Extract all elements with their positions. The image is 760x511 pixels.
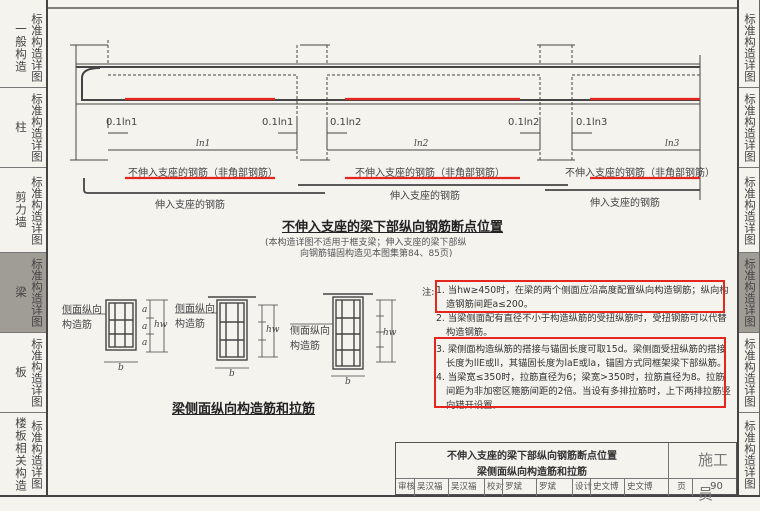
beam-sections [62, 293, 396, 377]
tab-label: 一般构造 [14, 22, 28, 73]
span-label: ln1 [196, 139, 211, 149]
sidebar-tab-beam[interactable]: 梁标准构造详图 [0, 253, 46, 333]
tab-label: 剪力墙 [14, 191, 28, 229]
tb-cell: 吴汉福 [448, 479, 477, 496]
notes-prefix: 注: [422, 287, 435, 298]
tab-label: 标准构造详图 [743, 338, 757, 407]
dim-label: 0.1ln1 [262, 117, 294, 128]
tb-cell: 罗斌 [536, 479, 556, 496]
side-rebar-label: 侧面纵向 [290, 326, 330, 337]
tab-label: 板 [14, 366, 28, 379]
notes: 注: 1. 当hw≥450时，在梁的两个侧面应沿高度配置纵向构造钢筋；纵向构造钢… [420, 278, 732, 413]
tab-label: 梁 [14, 286, 28, 299]
diagram1-subtitle: (本构造详图不适用于框支梁；伸入支座的梁下部纵 [265, 238, 467, 248]
tab-label: 楼板相关构造 [14, 416, 28, 492]
not-into-support-label: 不伸入支座的钢筋（非角部钢筋） [128, 168, 278, 179]
tab-suffix: 标准构造详图 [30, 175, 44, 245]
into-support-label: 伸入支座的钢筋 [155, 200, 225, 211]
dim-b: b [229, 369, 235, 379]
diagram2-title: 梁侧面纵向构造筋和拉筋 [172, 402, 316, 417]
note-highlight-box [435, 280, 725, 313]
sidebar-tab-column[interactable]: 柱标准构造详图 [0, 88, 46, 168]
tab-label: 标准构造详图 [743, 175, 757, 245]
note-item: 3. 梁侧面构造纵筋的搭接与锚固长度可取15d。梁侧面受扭纵筋的搭接长度为llE… [436, 344, 727, 369]
right-tab[interactable]: 标准构造详图 [739, 168, 759, 253]
dim-a: a [142, 322, 148, 332]
side-rebar-label: 构造筋 [62, 320, 92, 331]
side-rebar-label: 侧面纵向 [62, 305, 102, 316]
diagram1-subtitle: 向钢筋锚固构造见本图集第84、85页) [300, 249, 453, 259]
tab-suffix: 标准构造详图 [30, 419, 44, 489]
page-number: 90 [692, 479, 738, 496]
dim-b: b [345, 377, 351, 387]
right-tab[interactable]: 标准构造详图 [739, 333, 759, 413]
tab-label: 标准构造详图 [743, 93, 757, 162]
tb-cell: 史文博 [590, 479, 619, 496]
sidebar-tab-general[interactable]: 一般构造标准构造详图 [0, 8, 46, 88]
note-item: 2. 当梁侧面配有直径不小于构造纵筋的受扭纵筋时，受扭钢筋可以代替构造钢筋。 [436, 313, 727, 338]
tab-label: 标准构造详图 [743, 419, 757, 489]
red-highlight-lines [125, 97, 700, 180]
dim-a: a [142, 338, 148, 348]
sidebar-tab-slab[interactable]: 板标准构造详图 [0, 333, 46, 413]
right-tab-active[interactable]: 标准构造详图 [739, 253, 759, 333]
left-sidebar: 一般构造标准构造详图 柱标准构造详图 剪力墙标准构造详图 梁标准构造详图 板标准… [0, 0, 48, 496]
note-item: 1. 当hw≥450时，在梁的两个侧面应沿高度配置纵向构造钢筋；纵向构造钢筋间距… [436, 285, 729, 310]
tb-cell: 史文博 [624, 479, 653, 496]
right-tab[interactable]: 标准构造详图 [739, 88, 759, 168]
tb-cell: 审核 [398, 482, 416, 492]
beam-elevation [70, 40, 701, 200]
diagram1-title: 不伸入支座的梁下部纵向钢筋断点位置 [282, 220, 504, 235]
title-block-title: 不伸入支座的梁下部纵向钢筋断点位置 [447, 451, 617, 462]
page-label: 页 [668, 479, 692, 496]
dim-label: 0.1ln1 [106, 117, 138, 128]
span-label: ln3 [665, 139, 680, 149]
dim-hw: hw [266, 325, 280, 335]
into-support-label: 伸入支座的钢筋 [390, 191, 460, 202]
into-support-label: 伸入支座的钢筋 [590, 198, 660, 209]
dim-hw: hw [154, 320, 168, 330]
span-label: ln2 [414, 139, 429, 149]
dim-label: 0.1ln2 [508, 117, 540, 128]
dim-hw: hw [383, 328, 397, 338]
dim-b: b [118, 363, 124, 373]
dim-a: a [142, 305, 148, 315]
tab-label: 标准构造详图 [743, 13, 757, 82]
side-rebar-label: 侧面纵向 [175, 304, 215, 315]
dim-label: 0.1ln2 [330, 117, 362, 128]
tab-label: 柱 [14, 121, 28, 134]
tb-cell: 罗斌 [502, 479, 522, 496]
tb-cell: 设计 [572, 479, 592, 496]
note-highlight-box [434, 337, 726, 408]
tab-suffix: 标准构造详图 [30, 258, 44, 327]
tab-suffix: 标准构造详图 [30, 338, 44, 407]
watermark: 施工员 [698, 451, 729, 503]
side-rebar-label: 构造筋 [175, 319, 205, 330]
title-block-subtitle: 梁侧面纵向构造筋和拉筋 [477, 467, 587, 478]
side-rebar-label: 构造筋 [290, 341, 320, 352]
right-tab[interactable]: 标准构造详图 [739, 8, 759, 88]
note-item: 4. 当梁宽≤350时，拉筋直径为6；梁宽>350时，拉筋直径为8。拉筋间距为非… [436, 372, 731, 411]
tab-suffix: 标准构造详图 [30, 13, 44, 82]
not-into-support-label: 不伸入支座的钢筋（非角部钢筋） [355, 168, 505, 179]
sidebar-tab-shear-wall[interactable]: 剪力墙标准构造详图 [0, 168, 46, 253]
title-block: 不伸入支座的梁下部纵向钢筋断点位置 梁侧面纵向构造筋和拉筋 施工员 审核 吴汉福… [395, 442, 738, 503]
tab-suffix: 标准构造详图 [30, 93, 44, 162]
tab-label: 标准构造详图 [743, 258, 757, 327]
dim-label: 0.1ln3 [576, 117, 608, 128]
tb-cell: 校对 [484, 479, 504, 496]
tb-cell: 吴汉福 [414, 479, 443, 496]
not-into-support-label: 不伸入支座的钢筋（非角部钢筋） [565, 168, 715, 179]
